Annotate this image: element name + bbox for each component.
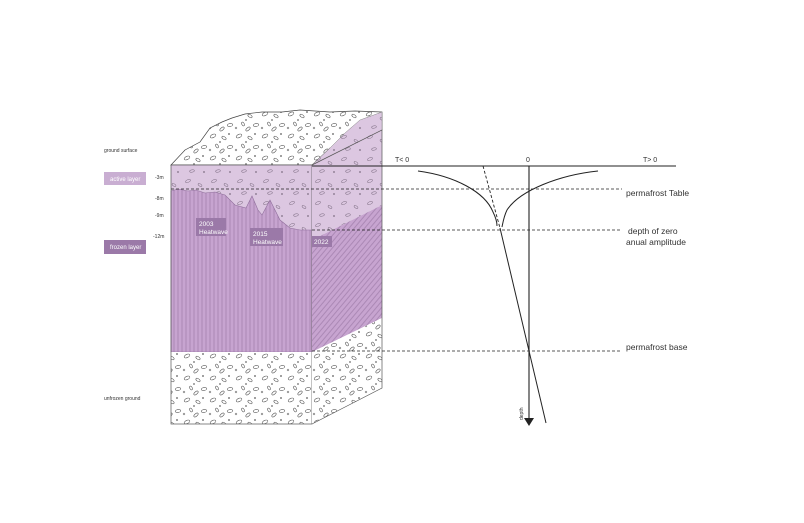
heatwave-2003-label: Heatwave xyxy=(199,229,228,236)
depth-axis-label: depth xyxy=(519,407,525,420)
zero-temperature-label: 0 xyxy=(526,157,530,164)
active-layer-front xyxy=(171,165,312,230)
heatwave-2003-year: 2003 xyxy=(199,221,214,228)
ground-surface-label: ground surface xyxy=(104,148,138,154)
heatwave-2015-label: Heatwave xyxy=(253,239,282,246)
unfrozen-ground-front xyxy=(171,352,312,424)
mean-profile-dashed xyxy=(482,165,501,229)
block-side-outline xyxy=(311,129,383,425)
permafrost-table-label: permafrost Table xyxy=(626,188,689,198)
year-2022-tag xyxy=(312,236,332,247)
active-layer-label: active layer xyxy=(110,177,140,183)
depth-zero-amplitude-label-2: anual amplitude xyxy=(626,237,686,247)
active-layer-tag xyxy=(104,172,146,185)
active-layer-side xyxy=(312,130,382,240)
depth-3m-label: -3m xyxy=(155,175,164,181)
frozen-layer-tag xyxy=(104,240,146,254)
min-temperature-curve xyxy=(417,170,498,227)
depth-arrow-icon xyxy=(524,418,534,426)
unfrozen-ground-label: unfrozen ground xyxy=(104,396,141,402)
frozen-layer-label: frozen layer xyxy=(110,245,141,251)
heatwave-2003-tag xyxy=(196,218,226,236)
t-below-zero-label: T< 0 xyxy=(395,157,409,164)
t-above-zero-label: T> 0 xyxy=(643,157,657,164)
permafrost-base-label: permafrost base xyxy=(626,342,688,352)
mean-profile-solid xyxy=(499,227,547,424)
depth-9m-label: -9m xyxy=(155,213,164,219)
unfrozen-ground-side xyxy=(312,318,382,424)
year-2022-label: 2022 xyxy=(314,239,329,246)
heatwave-2015-year: 2015 xyxy=(253,231,268,238)
max-temperature-curve xyxy=(501,170,599,228)
depth-zero-amplitude-label-1: depth of zero xyxy=(628,226,678,236)
heatwave-2015-tag xyxy=(250,228,283,246)
depth-8m-label: -8m xyxy=(155,196,164,202)
depth-12m-label: -12m xyxy=(153,234,164,240)
